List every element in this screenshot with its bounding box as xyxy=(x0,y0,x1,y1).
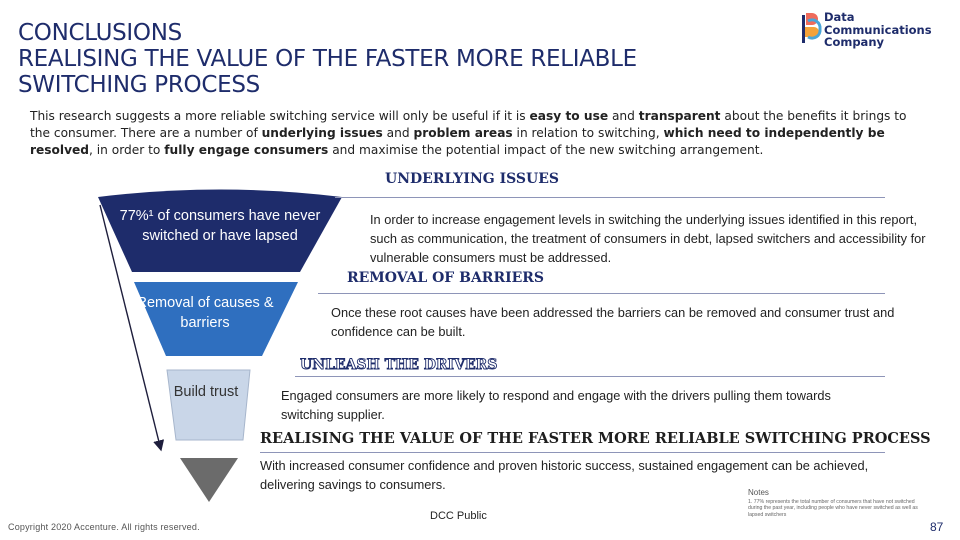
intro-bold-fully-engage: fully engage consumers xyxy=(164,143,329,157)
funnel-label-removal: Removal of causes & barriers xyxy=(136,295,274,331)
intro-bold-easy-to-use: easy to use xyxy=(529,109,609,123)
title-line-2: REALISING THE VALUE OF THE FASTER MORE R… xyxy=(18,46,637,72)
section-divider xyxy=(295,376,885,377)
logo-line-1: Data xyxy=(824,10,855,24)
intro-text-5: in relation to switching, xyxy=(512,126,664,140)
section-heading-underlying-issues: UNDERLYING ISSUES xyxy=(385,171,560,187)
section-body-unleash-drivers: Engaged consumers are more likely to res… xyxy=(281,388,831,422)
logo-line-3: Company xyxy=(824,35,884,49)
section-body-underlying-issues: In order to increase engagement levels i… xyxy=(370,212,926,265)
intro-bold-problem-areas: problem areas xyxy=(413,126,513,140)
section-body-realising-value: With increased consumer confidence and p… xyxy=(260,458,869,492)
intro-bold-underlying-issues: underlying issues xyxy=(261,126,383,140)
page-title: CONCLUSIONS REALISING THE VALUE OF THE F… xyxy=(18,20,818,98)
funnel-label-consumers: 77%¹ of consumers have never switched or… xyxy=(119,208,321,244)
section-heading-realising-value: REALISING THE VALUE OF THE FASTER MORE R… xyxy=(260,430,931,447)
intro-paragraph: This research suggests a more reliable s… xyxy=(30,108,910,159)
section-body-removal-of-barriers: Once these root causes have been address… xyxy=(331,305,895,339)
dcc-logo: Data Communications Company xyxy=(800,8,950,50)
dcc-logo-text: Data Communications Company xyxy=(824,11,932,49)
section-divider xyxy=(318,293,885,294)
intro-text-7: and maximise the potential impact of the… xyxy=(328,143,764,157)
section-divider xyxy=(335,197,885,198)
intro-bold-transparent: transparent xyxy=(638,109,721,123)
section-divider xyxy=(260,452,885,453)
page-number: 87 xyxy=(930,520,944,534)
intro-text-1: This research suggests a more reliable s… xyxy=(30,109,530,123)
funnel-level-4 xyxy=(180,458,238,502)
intro-text-4: and xyxy=(382,126,414,140)
notes-text: 1. 77% represents the total number of co… xyxy=(748,499,918,518)
notes-label: Notes xyxy=(748,488,769,497)
dcc-logo-icon xyxy=(802,13,822,43)
section-heading-unleash-drivers: UNLEASH THE DRIVERS xyxy=(300,357,498,374)
intro-text-2: and xyxy=(608,109,639,123)
funnel-label-build-trust: Build trust xyxy=(173,384,239,400)
classification-label: DCC Public xyxy=(430,510,487,522)
intro-bold-independently-resolved: which need to independently be resolved xyxy=(30,126,885,157)
section-heading-removal-of-barriers: REMOVAL OF BARRIERS xyxy=(347,270,545,286)
intro-text-3: about the benefits it brings to the cons… xyxy=(30,109,907,140)
logo-line-2: Communications xyxy=(824,22,932,37)
copyright-text: Copyright 2020 Accenture. All rights res… xyxy=(8,522,200,532)
intro-text-6: , in order to xyxy=(89,143,165,157)
title-line-1: CONCLUSIONS xyxy=(18,20,182,46)
title-line-3: SWITCHING PROCESS xyxy=(18,72,260,98)
funnel-level-3 xyxy=(166,369,251,441)
